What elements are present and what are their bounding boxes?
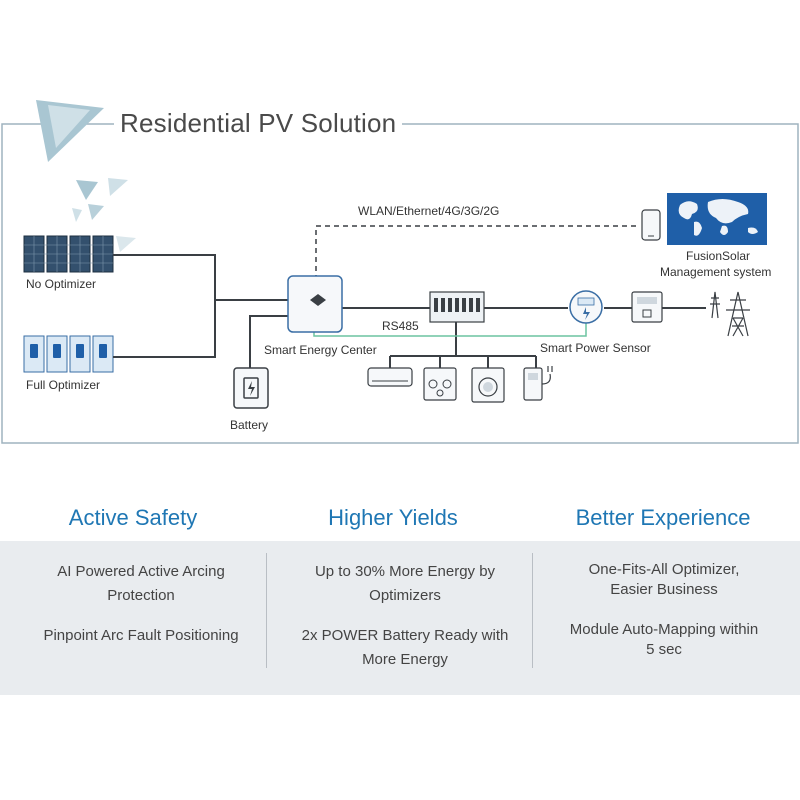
column-divider bbox=[266, 553, 267, 668]
feature-column-higher-yields: Up to 30% More Energy by Optimizers 2x P… bbox=[272, 560, 538, 688]
smartphone-icon bbox=[641, 209, 661, 241]
wlan-label: WLAN/Ethernet/4G/3G/2G bbox=[358, 204, 500, 218]
electric-meter-icon bbox=[631, 291, 663, 323]
feature-heading-higher-yields: Higher Yields bbox=[328, 505, 458, 530]
full-optimizer-label: Full Optimizer bbox=[26, 378, 101, 392]
feature-item: Up to 30% More Energy by Optimizers bbox=[314, 563, 496, 604]
decor-triangle bbox=[88, 204, 104, 220]
battery-wiring bbox=[249, 315, 290, 368]
ac-wiring bbox=[340, 307, 706, 368]
feature-item: 2x POWER Battery Ready with More Energy bbox=[301, 627, 509, 668]
no-optimizer-label: No Optimizer bbox=[26, 277, 97, 291]
features-band bbox=[0, 541, 800, 695]
washing-machine-icon bbox=[471, 367, 505, 403]
feature-column-better-experience: One-Fits-All Optimizer, Easier Business … bbox=[540, 560, 788, 676]
fusionsolar-monitor-icon bbox=[667, 193, 767, 245]
air-conditioner-icon bbox=[367, 367, 413, 387]
grid-tower-icon bbox=[710, 291, 750, 337]
battery-icon bbox=[233, 367, 269, 409]
fusionsolar-label-line1: FusionSolar bbox=[686, 249, 751, 263]
smart-power-sensor-icon bbox=[569, 290, 603, 324]
pv-system-diagram bbox=[1, 100, 799, 444]
solar-panels-no-optimizer bbox=[23, 235, 114, 273]
feature-item: One-Fits-All Optimizer, Easier Business bbox=[588, 561, 740, 598]
rs485-label: RS485 bbox=[382, 319, 419, 333]
rs485-line bbox=[313, 322, 587, 337]
column-divider bbox=[532, 553, 533, 668]
smart-energy-center-label: Smart Energy Center bbox=[264, 343, 377, 357]
fusionsolar-label-line2: Management system bbox=[660, 265, 772, 279]
feature-item: Module Auto-Mapping within 5 sec bbox=[569, 621, 759, 658]
feature-heading-active-safety: Active Safety bbox=[68, 505, 198, 530]
solar-panels-full-optimizer bbox=[23, 335, 114, 373]
cooktop-icon bbox=[423, 367, 457, 401]
feature-item: Pinpoint Arc Fault Positioning bbox=[43, 627, 239, 644]
battery-label: Battery bbox=[230, 418, 269, 432]
diagram-frame bbox=[1, 123, 799, 444]
decor-triangle bbox=[48, 105, 90, 148]
ev-charger-icon bbox=[523, 366, 553, 401]
decor-triangle bbox=[76, 180, 98, 200]
wlan-dashed-line bbox=[315, 225, 640, 280]
decor-triangle bbox=[116, 236, 136, 252]
smart-energy-center bbox=[287, 275, 343, 333]
feature-heading-better-experience: Better Experience bbox=[575, 505, 751, 530]
dc-wiring bbox=[113, 254, 288, 358]
decor-triangle bbox=[108, 178, 128, 196]
diagram-title: Residential PV Solution bbox=[114, 108, 403, 139]
decor-triangle bbox=[72, 208, 82, 222]
smart-power-sensor-label: Smart Power Sensor bbox=[540, 341, 651, 355]
feature-item: AI Powered Active Arcing Protection bbox=[57, 563, 225, 604]
feature-column-active-safety: AI Powered Active Arcing Protection Pinp… bbox=[8, 560, 274, 664]
distribution-box bbox=[429, 291, 485, 323]
